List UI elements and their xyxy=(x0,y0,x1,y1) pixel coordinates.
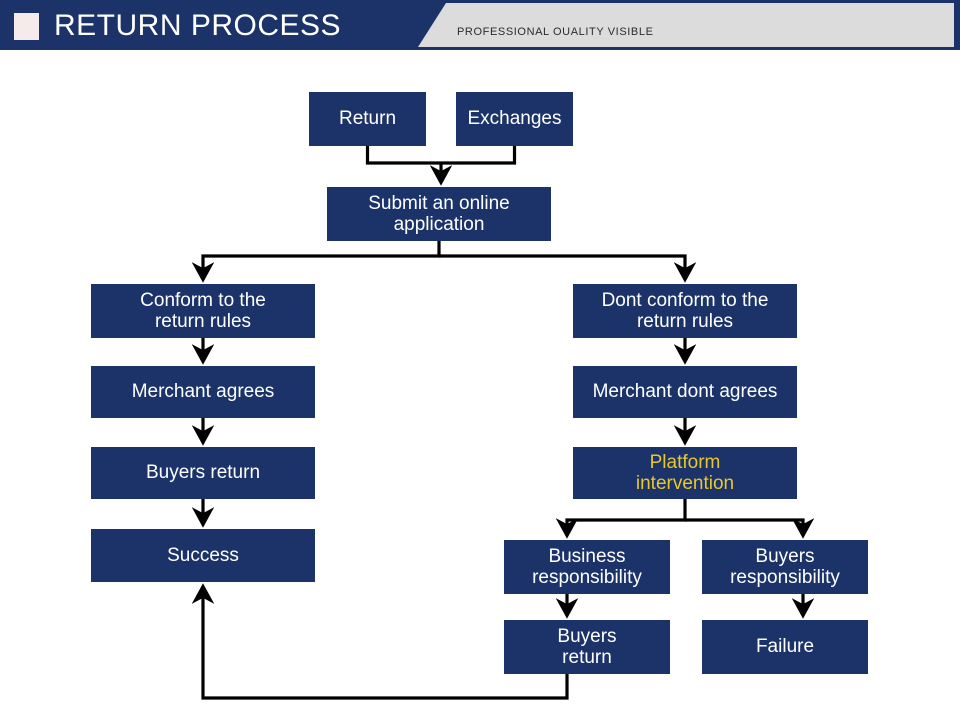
node-buyers-return-left[interactable]: Buyers return xyxy=(91,447,315,499)
node-submit-application[interactable]: Submit an online application xyxy=(327,187,551,241)
edge-submit-to-dont-conform xyxy=(439,254,697,283)
page-header: RETURN PROCESS PROFESSIONAL OUALITY VISI… xyxy=(0,0,960,50)
edge-buyers-return-bottom-to-success xyxy=(191,583,569,700)
node-dont-conform-rules[interactable]: Dont conform to the return rules xyxy=(573,284,797,338)
node-exchanges[interactable]: Exchanges xyxy=(456,92,573,146)
node-conform-rules[interactable]: Conform to the return rules xyxy=(91,284,315,338)
page-title: RETURN PROCESS xyxy=(54,9,342,42)
flowchart-connectors xyxy=(191,146,815,700)
edge-return-exchanges-merge xyxy=(365,146,517,165)
edge-platform-to-business-resp xyxy=(555,499,687,539)
node-merchant-agrees[interactable]: Merchant agrees xyxy=(91,366,315,418)
edge-submit-to-conform xyxy=(191,241,441,283)
header-grey-panel xyxy=(418,3,954,47)
node-platform-intervention[interactable]: Platform intervention xyxy=(573,447,797,499)
node-merchant-dont-agrees[interactable]: Merchant dont agrees xyxy=(573,366,797,418)
node-return[interactable]: Return xyxy=(309,92,426,146)
node-buyers-return-bottom[interactable]: Buyers return xyxy=(504,620,670,674)
edge-platform-to-buyers-resp xyxy=(685,518,815,539)
node-buyers-responsibility[interactable]: Buyers responsibility xyxy=(702,540,868,594)
node-business-responsibility[interactable]: Business responsibility xyxy=(504,540,670,594)
header-subtitle: PROFESSIONAL OUALITY VISIBLE xyxy=(457,26,654,38)
node-failure[interactable]: Failure xyxy=(702,620,868,674)
header-accent-square-icon xyxy=(14,13,39,40)
node-success[interactable]: Success xyxy=(91,529,315,582)
